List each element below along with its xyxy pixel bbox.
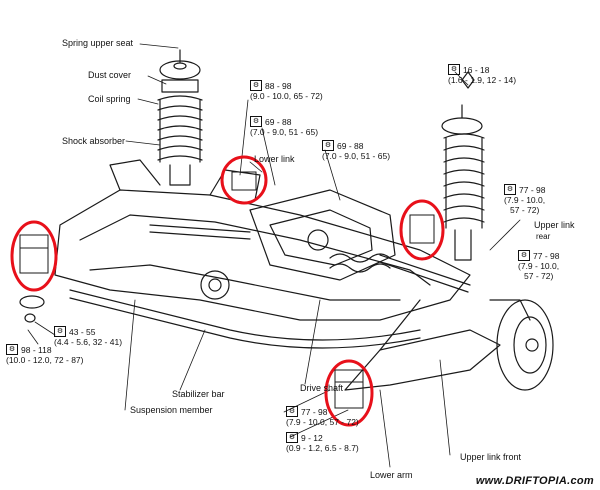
highlight-lower-arm-bushing xyxy=(324,359,374,427)
label-upper-link-rear: Upper link rear xyxy=(534,220,575,242)
torque-callout-10: ⚙9 - 12 (0.9 - 1.2, 6.5 - 8.7) xyxy=(286,432,359,453)
differential xyxy=(200,189,396,300)
torque-callout-6: ⚙77 - 98 (7.9 - 10.0, 57 - 72) xyxy=(518,250,560,281)
torque-wrench-icon: ⚙ xyxy=(286,432,298,443)
leader-lines xyxy=(27,43,521,468)
label-upper-link-front: Upper link front xyxy=(460,452,522,462)
torque-wrench-icon: ⚙ xyxy=(518,250,530,261)
label-spring-upper-seat: Spring upper seat xyxy=(62,38,134,48)
watermark: www.DRIFTOPIA.com xyxy=(475,475,594,487)
suspension-member xyxy=(54,159,471,321)
torque-wrench-icon: ⚙ xyxy=(250,116,262,127)
drive-shafts xyxy=(149,224,471,293)
left-strut-assembly xyxy=(157,49,203,186)
label-upper-link-rear-line2: rear xyxy=(536,232,551,241)
label-lower-link: Lower link xyxy=(254,154,295,164)
torque-callout-5: ⚙77 - 98 (7.9 - 10.0, 57 - 72) xyxy=(504,184,546,215)
label-shock-absorber: Shock absorber xyxy=(62,136,126,146)
hub-assembly xyxy=(489,299,554,391)
torque-wrench-icon: ⚙ xyxy=(322,140,334,151)
torque-callout-7: ⚙43 - 55 (4.4 - 5.6, 32 - 41) xyxy=(54,326,123,347)
label-suspension-member: Suspension member xyxy=(130,405,213,415)
torque-wrench-icon: ⚙ xyxy=(6,344,18,355)
lower-arm-part xyxy=(344,299,501,391)
torque-callout-4: ⚙16 - 18 (1.6 - 1.9, 12 - 14) xyxy=(448,64,517,85)
torque-callout-2: ⚙69 - 88 (7.0 - 9.0, 51 - 65) xyxy=(250,116,319,137)
label-stabilizer-bar: Stabilizer bar xyxy=(172,389,225,399)
torque-wrench-icon: ⚙ xyxy=(286,406,298,417)
right-strut-assembly xyxy=(441,71,485,261)
stabilizer-bar xyxy=(69,289,421,341)
torque-wrench-icon: ⚙ xyxy=(250,80,262,91)
label-lower-arm: Lower arm xyxy=(370,470,413,480)
torque-wrench-icon: ⚙ xyxy=(54,326,66,337)
highlight-left-bushing xyxy=(10,220,58,292)
highlight-lower-link-bushing xyxy=(220,155,268,205)
torque-wrench-icon: ⚙ xyxy=(504,184,516,195)
label-drive-shaft: Drive shaft xyxy=(300,383,344,393)
torque-wrench-icon: ⚙ xyxy=(448,64,460,75)
label-coil-spring: Coil spring xyxy=(88,94,131,104)
torque-callout-8: ⚙98 - 118 (10.0 - 12.0, 72 - 87) xyxy=(6,344,84,365)
label-dust-cover: Dust cover xyxy=(88,70,132,80)
highlight-upper-link-bushing xyxy=(399,199,445,261)
torque-callout-1: ⚙88 - 98 (9.0 - 10.0, 65 - 72) xyxy=(250,80,323,101)
label-upper-link-rear-line1: Upper link xyxy=(534,220,575,230)
torque-callout-9: ⚙77 - 98 (7.9 - 10.0, 57 - 72) xyxy=(286,406,359,427)
torque-callout-3: ⚙69 - 88 (7.0 - 9.0, 51 - 65) xyxy=(322,140,391,161)
